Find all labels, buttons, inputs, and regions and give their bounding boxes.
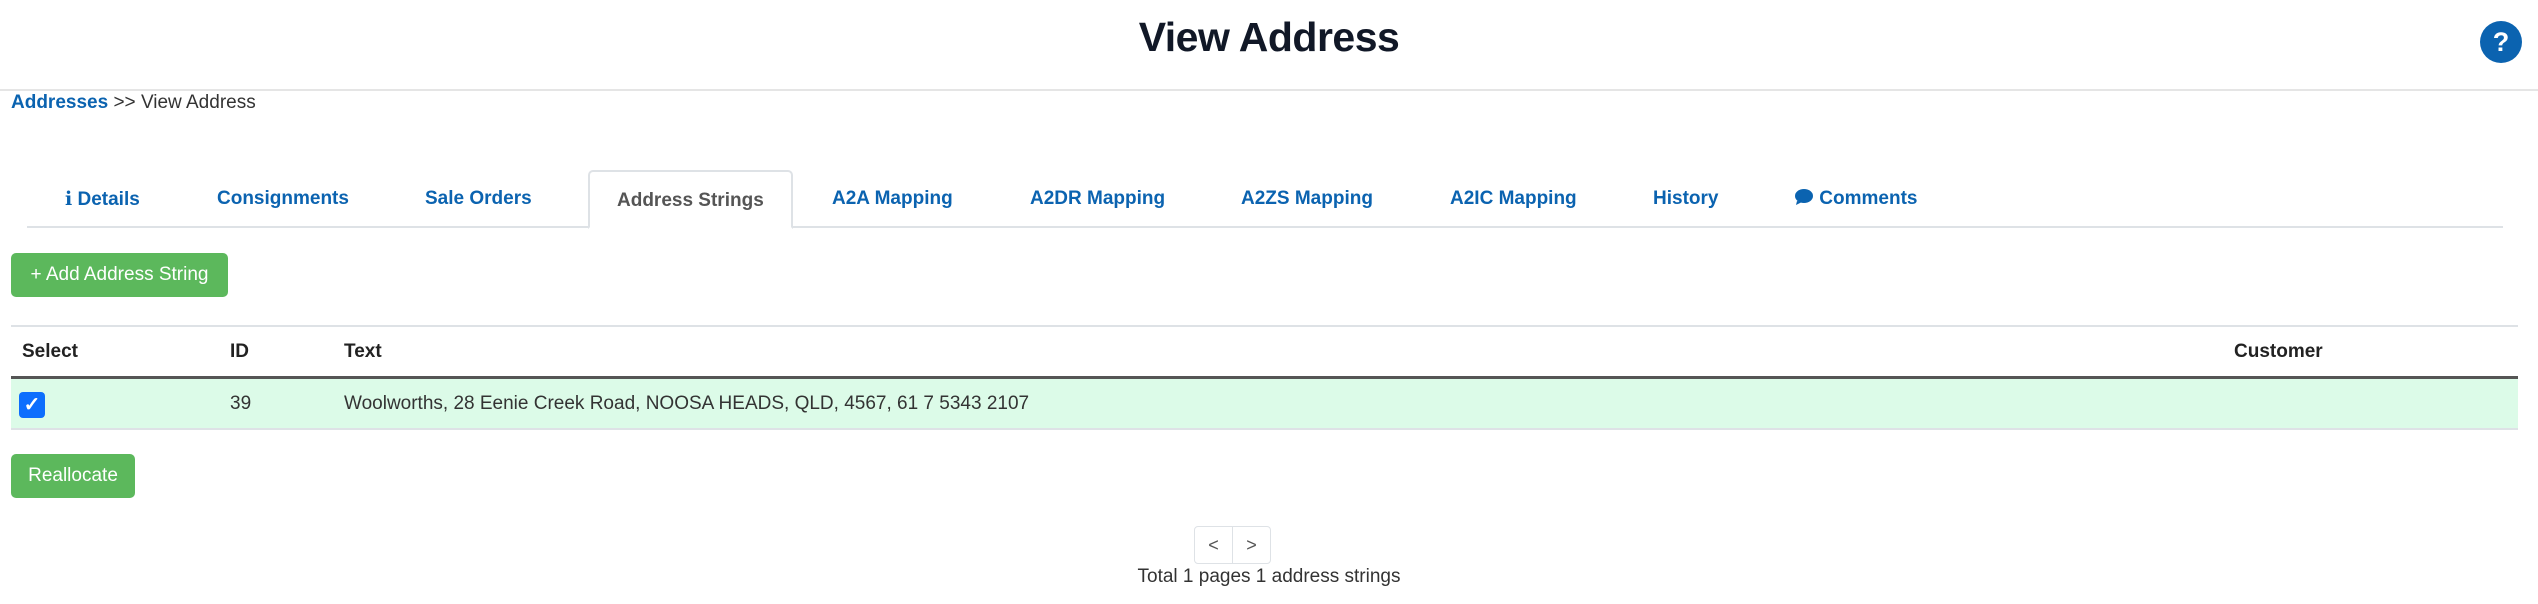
column-select: Select xyxy=(22,341,78,362)
row-text: Woolworths, 28 Eenie Creek Road, NOOSA H… xyxy=(344,393,1030,414)
page-header: View Address ? xyxy=(0,0,2538,91)
breadcrumb-separator: >> xyxy=(113,92,136,113)
row-id: 39 xyxy=(230,393,252,414)
next-page-button[interactable]: > xyxy=(1232,527,1270,563)
breadcrumb-addresses-link[interactable]: Addresses xyxy=(11,92,109,113)
tab-sale-orders[interactable]: Sale Orders xyxy=(425,188,532,209)
prev-page-button[interactable]: < xyxy=(1208,535,1219,555)
tab-consignments[interactable]: Consignments xyxy=(217,188,349,209)
breadcrumb-current: View Address xyxy=(140,92,256,113)
page-title: View Address xyxy=(1138,14,1400,60)
add-address-string-button[interactable]: + Add Address String xyxy=(11,253,228,297)
comment-icon xyxy=(1795,189,1813,205)
tab-history[interactable]: History xyxy=(1653,188,1719,209)
pagination-summary: Total 1 pages 1 address strings xyxy=(1137,566,1401,587)
column-text: Text xyxy=(344,341,382,362)
tab-address-strings[interactable]: Address Strings xyxy=(588,170,793,229)
help-icon[interactable]: ? xyxy=(2480,21,2522,63)
column-id: ID xyxy=(230,341,249,362)
table-header: Select ID Text Customer xyxy=(11,325,2518,379)
tab-a2a-mapping[interactable]: A2A Mapping xyxy=(832,188,953,209)
address-strings-table: Select ID Text Customer ✓ 39 Woolworths,… xyxy=(11,325,2518,430)
tab-a2dr-mapping[interactable]: A2DR Mapping xyxy=(1030,188,1166,209)
pagination: < > xyxy=(1194,526,1271,564)
tab-comments[interactable]: Comments xyxy=(1794,170,1917,226)
row-select-checkbox[interactable]: ✓ xyxy=(19,392,45,418)
reallocate-button[interactable]: Reallocate xyxy=(11,454,135,498)
column-customer: Customer xyxy=(2234,341,2323,362)
breadcrumb: Addresses >> View Address xyxy=(11,92,256,114)
tab-a2zs-mapping[interactable]: A2ZS Mapping xyxy=(1241,188,1373,209)
table-row[interactable]: ✓ 39 Woolworths, 28 Eenie Creek Road, NO… xyxy=(11,379,2518,430)
tab-details[interactable]: i Details xyxy=(65,188,140,210)
tab-a2ic-mapping[interactable]: A2IC Mapping xyxy=(1450,188,1577,209)
tab-bar: i Details Consignments Sale Orders Addre… xyxy=(27,170,2503,229)
info-icon: i xyxy=(65,188,73,210)
